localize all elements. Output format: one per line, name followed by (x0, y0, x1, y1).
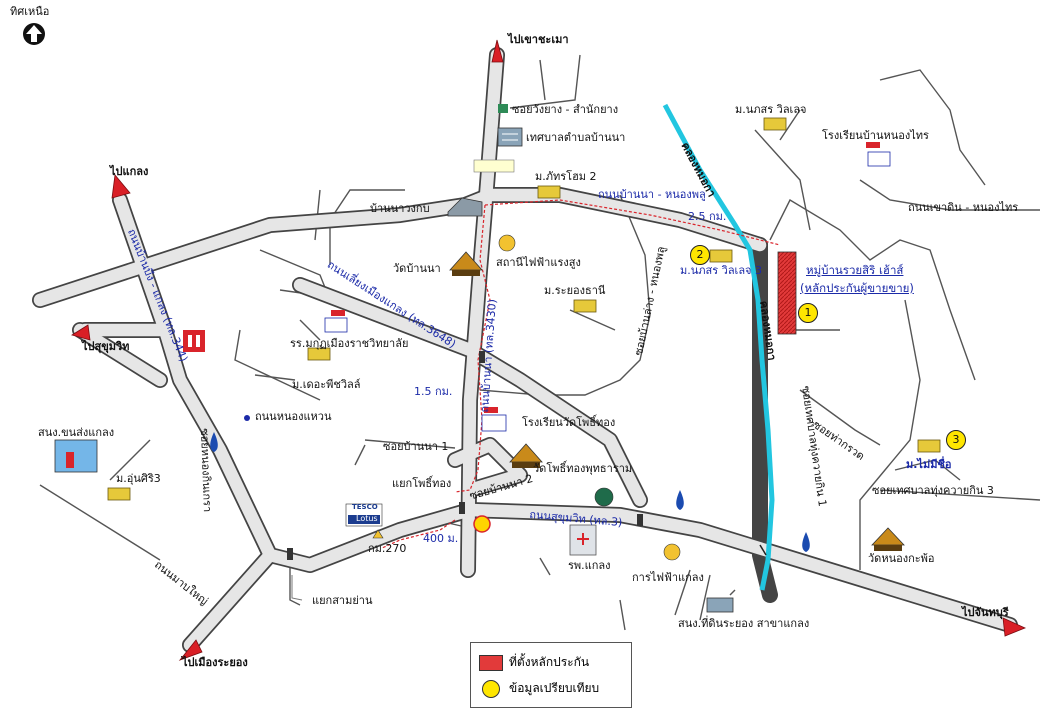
house-icon-rayong-thani (573, 299, 597, 313)
wang-yang-icon (498, 104, 508, 113)
school-icon-pho-thong (481, 407, 507, 432)
ptt-icon-2 (676, 490, 684, 510)
label-village-sub: (หลักประกันผู้ขายขาย) (800, 281, 914, 295)
label-tesaban: เทศบาลตำบลบ้านนา (526, 131, 626, 144)
house-icon-napason3 (709, 249, 733, 263)
map-legend: ที่ตั้งหลักประกัน ข้อมูลเปรียบเทียบ (470, 642, 632, 708)
label-khao-din-road: ถนนเขาดิน - หนองไทร (908, 201, 1019, 214)
label-wat-nong-kapho: วัดหนองกะพ้อ (868, 552, 935, 565)
label-rayong-thani: ม.ระยองธานี (544, 284, 606, 297)
label-to-chanthaburi: ไปจันทบุรี (962, 606, 1009, 619)
label-to-rayong: ไปเมืองระยอง (182, 656, 248, 669)
tesco-text: TESCO (352, 503, 378, 511)
collateral-parcel (777, 251, 797, 335)
label-soi-tesaban3: ซอยเทศบาลทุ่งควายกิน 3 (872, 484, 994, 497)
school-icon-montfort (324, 310, 348, 333)
nong-waen-point-icon (244, 415, 250, 421)
house-icon-unsiri (107, 487, 131, 501)
road-banna-nongpol: ถนนบ้านนา - หนองพลู (598, 188, 706, 201)
legend-row-comparison: ข้อมูลเปรียบเทียบ (479, 679, 599, 698)
label-soi-wang-yang: ซอยวังยาง - สำนักยาง (512, 103, 619, 116)
wat-pho-thong-icon (509, 443, 543, 468)
transport-office-icon (54, 439, 98, 473)
power-station-icon (498, 234, 516, 252)
traffic-lights (287, 351, 643, 560)
hospital-icon (569, 524, 597, 556)
bank-icon (594, 487, 614, 507)
tesaban-building-icon (497, 127, 523, 147)
minor-roads (39, 54, 1041, 631)
legend-label-comparison: ข้อมูลเปรียบเทียบ (509, 681, 600, 695)
label-power-station: สถานีไฟฟ้าแรงสูง (496, 256, 581, 269)
label-unsiri3: ม.อุ่นศิริ3 (116, 472, 161, 485)
isuzu-logo-icon (183, 330, 205, 352)
sam-yan-callout (291, 575, 303, 601)
label-the-peach: ม.เดอะพีชวิลล์ (292, 378, 361, 391)
distance-3: 400 ม. (423, 532, 459, 545)
label-hospital: รพ.แกลง (568, 559, 611, 572)
wat-nong-kapho-icon (871, 527, 905, 551)
label-land-office: สนง.ที่ดินระยอง สาขาแกลง (678, 617, 810, 630)
bridge-icon (473, 159, 515, 173)
label-khao-chamao: ไปเขาชะเมา (508, 33, 569, 46)
tesco-logo-icon (345, 503, 383, 527)
label-pattrasom2: ม.ภัทรโฮม 2 (535, 170, 597, 183)
shell-icon (473, 515, 491, 533)
label-pea: การไฟฟ้าแกลง (632, 571, 704, 584)
legend-row-location: ที่ตั้งหลักประกัน (479, 653, 589, 672)
north-label: ทิศเหนือ (10, 5, 50, 18)
lotus-text: Lotus (356, 514, 378, 523)
label-village-name: หมู่บ้านรวยสิริ เฮ้าส์ (806, 263, 904, 277)
label-ban-nawang: บ้านนาวงกบ (370, 202, 430, 215)
distance-1: 2.5 กม. (688, 210, 727, 223)
label-montfort: รร.มกุฏเมืองราชวิทยาลัย (290, 337, 409, 350)
house-icon-peach (307, 347, 331, 361)
house-icon-pattrasom (537, 185, 561, 199)
ptt-icon-3 (802, 532, 810, 552)
house-icon-napason (763, 117, 787, 131)
label-yaek-pho-thong: แยกโพธิ์ทอง (392, 477, 452, 490)
house-icon-mai-mi-chue (917, 439, 941, 453)
marker-3: 3 (946, 430, 966, 450)
legend-swatch-location (479, 654, 503, 671)
label-school-nong-trai: โรงเรียนบ้านหนองไทร (822, 129, 929, 142)
label-yaek-sam-yan: แยกสามย่าน (312, 594, 373, 607)
land-office-icon (706, 597, 734, 613)
label-to-klaeng: ไปแกลง (110, 165, 149, 178)
label-school-pho-thong: โรงเรียนวัดโพธิ์ทอง (522, 416, 616, 429)
label-nong-waen: ถนนหนองแหวน (255, 410, 332, 423)
distance-2: 1.5 กม. (414, 385, 453, 398)
legend-swatch-comparison (482, 679, 500, 698)
ticks-canal (759, 544, 767, 556)
label-napason3: ม.นภสร วิลเลจ 3 (680, 264, 762, 277)
label-km270: กม.270 (368, 542, 407, 555)
marker-2: 2 (690, 245, 710, 265)
label-wat-banna: วัดบ้านนา (393, 262, 441, 275)
label-soi-banna1: ซอยบ้านนา 1 (383, 440, 449, 453)
label-napason: ม.นภสร วิลเลจ (735, 103, 807, 116)
warehouse-icon (447, 197, 483, 217)
km-post-icon (372, 529, 384, 539)
marker-1: 1 (798, 303, 818, 323)
pea-icon (663, 543, 681, 561)
direction-arrows (71, 39, 1027, 661)
label-transport: สนง.ขนส่งแกลง (38, 426, 115, 439)
ptt-icon-1 (210, 432, 218, 452)
legend-label-location: ที่ตั้งหลักประกัน (509, 655, 590, 669)
label-mai-mi-chue: ม.ไม่มีชื่อ (906, 458, 952, 471)
school-icon-nong-trai (866, 142, 891, 167)
label-wat-pho-thong: วัดโพธิ์ทองพุทธาราม (533, 462, 633, 475)
wat-banna-icon (449, 251, 483, 276)
route-line (381, 199, 781, 549)
north-arrow-icon (23, 23, 45, 45)
canal (662, 103, 775, 591)
label-to-sukhumvit: ไปสุขุมวิท (82, 340, 130, 353)
